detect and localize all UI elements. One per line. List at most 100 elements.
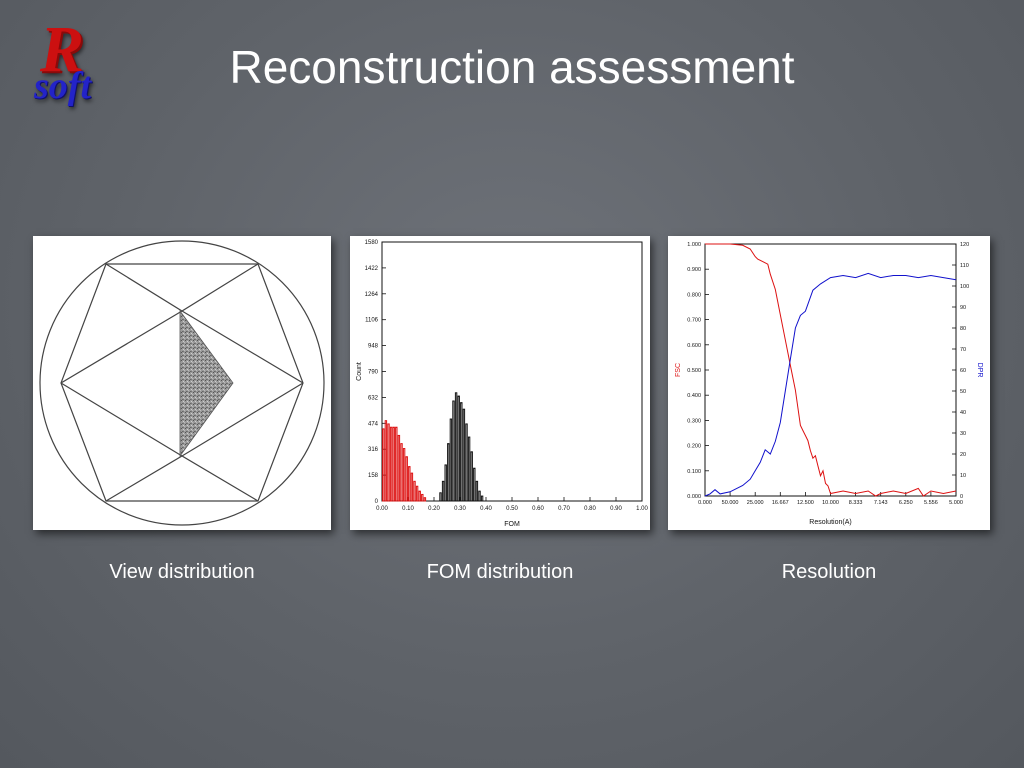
histogram-bar <box>405 456 408 502</box>
histogram-bar <box>389 426 393 502</box>
x-tick-label: 12.500 <box>797 500 814 506</box>
histogram-bar <box>452 400 455 502</box>
y2-tick-label: 80 <box>960 326 966 332</box>
y-tick-label: 790 <box>368 370 379 376</box>
x-tick-label: 0.70 <box>558 506 570 512</box>
x-tick-label: 0.80 <box>584 506 596 512</box>
histogram-bar <box>473 467 476 502</box>
x-axis-label: FOM <box>504 521 520 528</box>
x-tick-label: 0.30 <box>454 506 466 512</box>
histogram-bar <box>462 408 466 502</box>
y-tick-label: 948 <box>368 344 379 350</box>
y-tick-label: 0.500 <box>687 368 701 374</box>
y2-tick-label: 50 <box>960 389 966 395</box>
x-tick-label: 0.10 <box>402 506 414 512</box>
histogram-bar <box>449 418 453 502</box>
caption-fom-distribution: FOM distribution <box>426 561 574 583</box>
histogram-bar <box>480 495 484 502</box>
histogram-bar <box>454 392 458 502</box>
x-tick-label: 16.667 <box>772 500 789 506</box>
y-tick-label: 0.700 <box>687 318 701 324</box>
histogram-bar <box>400 443 403 502</box>
histogram-bar <box>470 451 473 502</box>
logo-letter-r: R <box>40 13 85 86</box>
plot-frame <box>381 241 643 502</box>
asymmetric-unit-views <box>179 309 234 458</box>
y-tick-label: 0 <box>375 499 379 505</box>
y-tick-label: 0.200 <box>687 444 701 450</box>
logo-word-soft: soft <box>34 65 91 107</box>
y-tick-label: 474 <box>368 421 379 427</box>
x-tick-label: 25.000 <box>747 500 764 506</box>
y2-tick-label: 90 <box>960 305 966 311</box>
x-tick-label: 5.000 <box>949 500 963 506</box>
y-axis-label: Count <box>356 362 363 381</box>
histogram-bar <box>410 472 414 502</box>
y-tick-label: 632 <box>368 395 379 401</box>
x-tick-label: 7.143 <box>874 500 888 506</box>
histogram-bar <box>384 420 388 502</box>
y-axis-label-fsc: FSC <box>675 363 682 377</box>
histogram-bar <box>397 434 401 502</box>
histogram-bar <box>423 497 427 502</box>
y2-tick-label: 60 <box>960 368 966 374</box>
histogram-bar <box>447 443 450 502</box>
y-tick-label: 0.400 <box>687 393 701 399</box>
x-tick-label: 10.000 <box>822 500 839 506</box>
x-tick-label: 6.250 <box>899 500 913 506</box>
histogram-bar <box>457 395 460 502</box>
x-axis-label: Resolution(A) <box>809 519 851 526</box>
y-tick-label: 0.000 <box>687 494 701 500</box>
x-tick-label: 50.000 <box>722 500 739 506</box>
y-tick-label: 1422 <box>365 266 379 272</box>
histogram-bar <box>441 480 445 502</box>
series-line-fsc <box>705 243 957 497</box>
y-tick-label: 0.100 <box>687 469 701 475</box>
x-tick-label: 5.556 <box>924 500 938 506</box>
histogram-bar <box>460 402 463 502</box>
y2-tick-label: 40 <box>960 410 966 416</box>
histogram-bar <box>439 492 442 502</box>
resolution-plot: 0.000 0.100 0.200 0.300 0.400 0.500 0.600 0.700… <box>675 242 983 526</box>
y2-tick-label: 110 <box>960 263 969 269</box>
y2-tick-label: 70 <box>960 347 966 353</box>
y2-tick-label: 30 <box>960 431 966 437</box>
x-tick-label: 1.00 <box>636 506 648 512</box>
y-tick-label: 1580 <box>365 240 379 246</box>
rsoft-logo: R soft <box>28 13 128 108</box>
x-tick-label: 0.60 <box>532 506 544 512</box>
series-line-dpr <box>704 272 957 497</box>
y-tick-label: 158 <box>368 473 379 479</box>
plot-frame <box>704 243 957 497</box>
inner-diamond-bottom <box>105 455 259 502</box>
y-tick-label: 0.900 <box>687 267 701 273</box>
histogram-bar <box>387 423 390 502</box>
histogram-bar <box>415 485 419 502</box>
y-tick-label: 316 <box>368 447 379 453</box>
histogram-bar <box>382 428 385 502</box>
y2-axis-label-dpr: DPR <box>976 363 983 378</box>
x-tick-label: 0.40 <box>480 506 492 512</box>
caption-resolution: Resolution <box>781 561 877 583</box>
x-tick-label: 0.90 <box>610 506 622 512</box>
histogram-bar <box>402 448 406 502</box>
histogram-bar <box>467 436 471 502</box>
x-tick-label: 0.00 <box>376 506 388 512</box>
inner-diamond <box>105 263 259 312</box>
y-tick-label: 0.300 <box>687 418 701 424</box>
resolution-panel: 0.000 0.100 0.200 0.300 0.400 0.500 0.600 0.700… <box>668 236 990 530</box>
x-tick-label: 0.000 <box>698 500 712 506</box>
histogram-bar <box>465 423 468 502</box>
y2-tick-label: 20 <box>960 452 966 458</box>
histogram-bar <box>421 493 424 502</box>
view-distribution-panel <box>33 236 331 530</box>
y2-tick-label: 10 <box>960 473 966 479</box>
histogram-bar <box>475 480 479 502</box>
y-tick-label: 0.600 <box>687 343 701 349</box>
x-tick-label: 8.333 <box>849 500 863 506</box>
histogram-bar <box>478 490 481 502</box>
y2-tick-label: 120 <box>960 242 969 248</box>
sphere-outline <box>39 240 325 526</box>
histogram-bar <box>444 464 447 502</box>
